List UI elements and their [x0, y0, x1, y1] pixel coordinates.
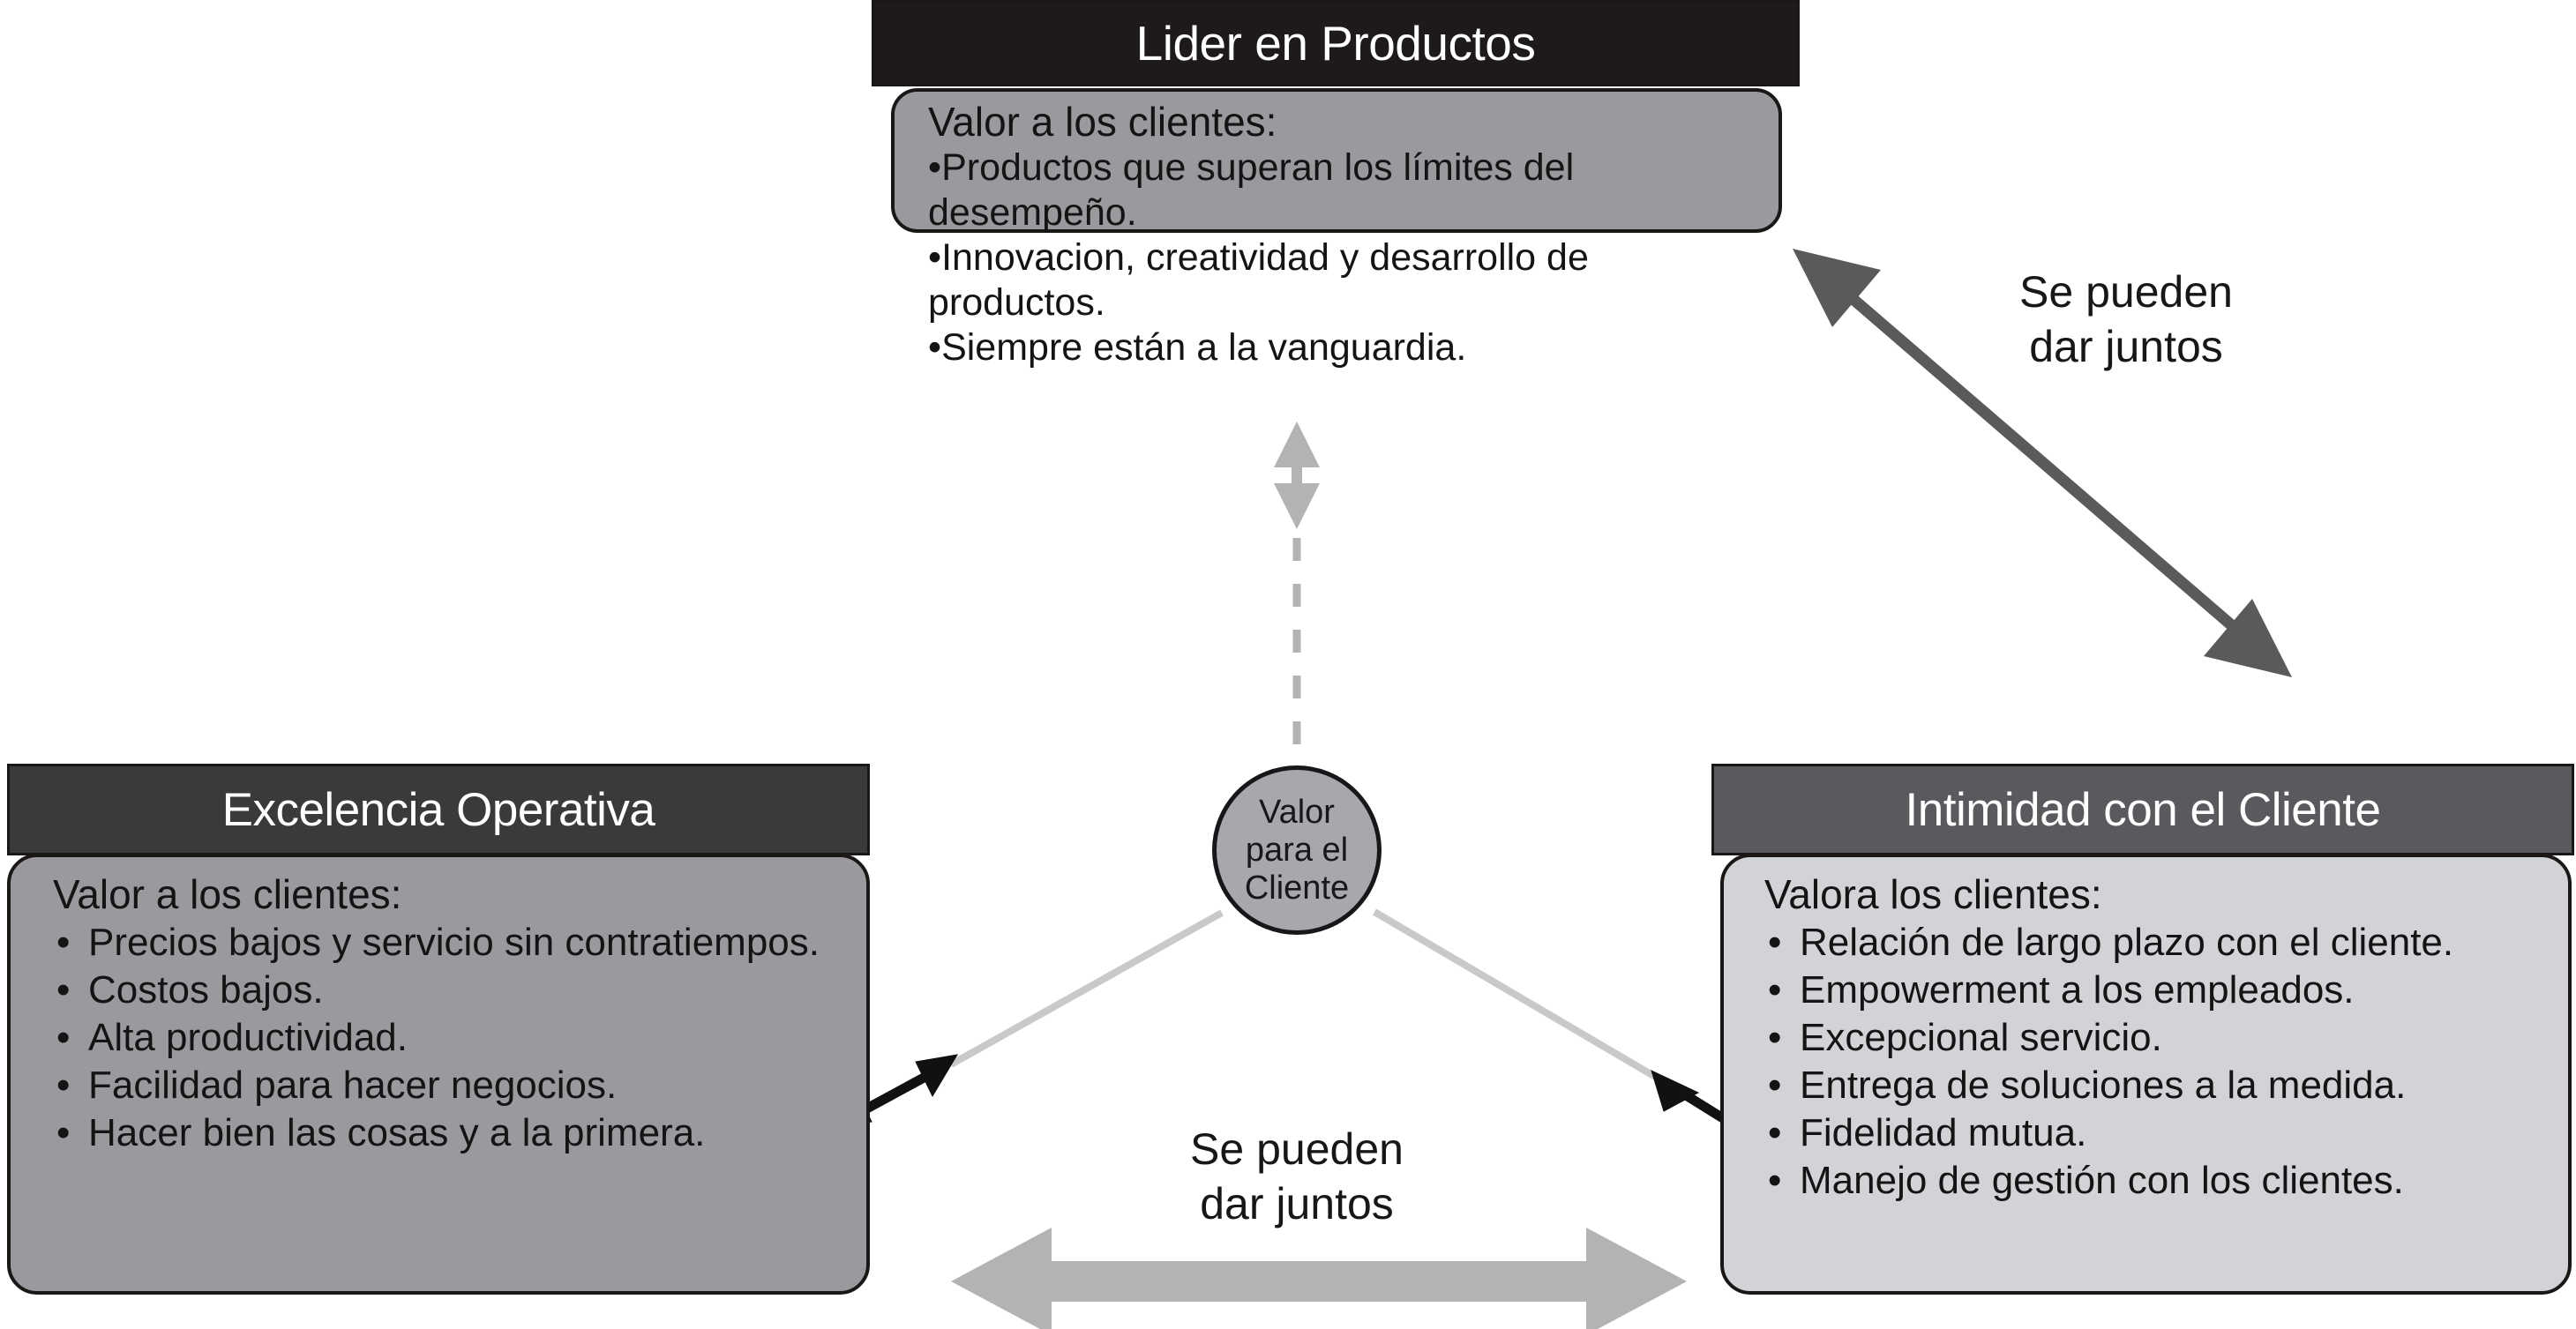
spoke-line-right	[1372, 908, 1659, 1081]
list-item: • Hacer bien las cosas y a la primera.	[56, 1109, 856, 1157]
bullet-text: Manejo de gestión con los clientes.	[1800, 1159, 2404, 1202]
panel-right-lead: Valora los clientes:	[1764, 871, 2102, 917]
panel-text-left: Valor a los clientes: • Precios bajos y s…	[53, 870, 856, 1157]
panel-body-right	[1720, 854, 2572, 1295]
list-item: • Manejo de gestión con los clientes.	[1768, 1157, 2563, 1205]
bullet-text: Entrega de soluciones a la medida.	[1800, 1064, 2407, 1107]
center-circle-node[interactable]: Valor para el Cliente	[1212, 765, 1382, 935]
list-item: •Productos que superan los límites del d…	[928, 146, 1775, 235]
bullet-text: Precios bajos y servicio sin contratiemp…	[88, 921, 820, 964]
panel-text-right: Valora los clientes: • Relación de largo …	[1764, 870, 2563, 1205]
bullet-marker: •	[1768, 1111, 1782, 1154]
bullet-marker: •	[1768, 968, 1782, 1012]
bullet-marker: •	[928, 236, 942, 279]
center-circle-line-3: Cliente	[1244, 869, 1350, 907]
block-arrow-bottom-icon	[951, 1228, 1687, 1329]
bullet-text: Hacer bien las cosas y a la primera.	[88, 1111, 706, 1154]
bullet-text: Productos que superan los límites del de…	[928, 146, 1585, 234]
panel-right-bullet-list: • Relación de largo plazo con el cliente.…	[1764, 919, 2563, 1205]
bullet-marker: •	[1768, 1064, 1782, 1107]
list-item: • Excepcional servicio.	[1768, 1014, 2563, 1062]
list-item: • Facilidad para hacer negocios.	[56, 1062, 856, 1109]
bullet-marker: •	[56, 1016, 71, 1059]
bullet-text: Excepcional servicio.	[1800, 1016, 2162, 1059]
list-item: • Precios bajos y servicio sin contratiem…	[56, 919, 856, 967]
annotation-bottom-arrow-label: Se pueden dar juntos	[1190, 1124, 1404, 1228]
panel-top-lead: Valor a los clientes:	[928, 99, 1277, 145]
bullet-text: Siempre están a la vanguardia.	[941, 326, 1467, 369]
center-circle-line-1: Valor	[1259, 793, 1335, 831]
panel-top-bullet-list: •Productos que superan los límites del d…	[928, 146, 1775, 370]
panel-left-lead: Valor a los clientes:	[53, 871, 402, 917]
panel-header-right-label: Intimidad con el Cliente	[1905, 783, 2381, 836]
bullet-marker: •	[56, 1111, 71, 1154]
bullet-text: Empowerment a los empleados.	[1800, 968, 2355, 1012]
bullet-text: Fidelidad mutua.	[1800, 1111, 2087, 1154]
bullet-text: Costos bajos.	[88, 968, 324, 1012]
panel-header-left-label: Excelencia Operativa	[221, 783, 655, 836]
panel-header-right[interactable]: Intimidad con el Cliente	[1711, 764, 2574, 855]
panel-left-bullet-list: • Precios bajos y servicio sin contratiem…	[53, 919, 856, 1157]
list-item: • Entrega de soluciones a la medida.	[1768, 1062, 2563, 1109]
bullet-marker: •	[928, 326, 942, 369]
dashed-connector-arrowhead-icon	[1274, 422, 1320, 529]
bullet-text: Alta productividad.	[88, 1016, 408, 1059]
list-item: • Fidelidad mutua.	[1768, 1109, 2563, 1157]
center-circle-line-2: para el	[1245, 831, 1349, 869]
bullet-marker: •	[1768, 1016, 1782, 1059]
panel-header-left[interactable]: Excelencia Operativa	[7, 764, 870, 855]
panel-body-top	[891, 88, 1782, 233]
list-item: • Alta productividad.	[56, 1014, 856, 1062]
list-item: • Relación de largo plazo con el cliente.	[1768, 919, 2563, 967]
bullet-marker: •	[1768, 1159, 1782, 1202]
panel-header-top-label: Lider en Productos	[1135, 16, 1536, 71]
bullet-text: Facilidad para hacer negocios.	[88, 1064, 618, 1107]
bullet-marker: •	[1768, 921, 1782, 964]
panel-header-top[interactable]: Lider en Productos	[872, 0, 1800, 86]
bullet-marker: •	[56, 968, 71, 1012]
annotation-right-arrow-label: Se pueden dar juntos	[2019, 267, 2233, 371]
bullet-text: Innovacion, creatividad y desarrollo de …	[928, 236, 1599, 324]
bullet-marker: •	[56, 921, 71, 964]
spoke-line-left	[949, 909, 1224, 1068]
list-item: •Innovacion, creatividad y desarrollo de…	[928, 235, 1775, 325]
list-item: • Empowerment a los empleados.	[1768, 967, 2563, 1014]
bullet-marker: •	[56, 1064, 71, 1107]
panel-body-left	[7, 854, 870, 1295]
bullet-marker: •	[928, 146, 942, 189]
bullet-text: Relación de largo plazo con el cliente.	[1800, 921, 2454, 964]
list-item: •Siempre están a la vanguardia.	[928, 325, 1775, 370]
list-item: • Costos bajos.	[56, 967, 856, 1014]
panel-text-top: Valor a los clientes: •Productos que sup…	[928, 99, 1775, 370]
